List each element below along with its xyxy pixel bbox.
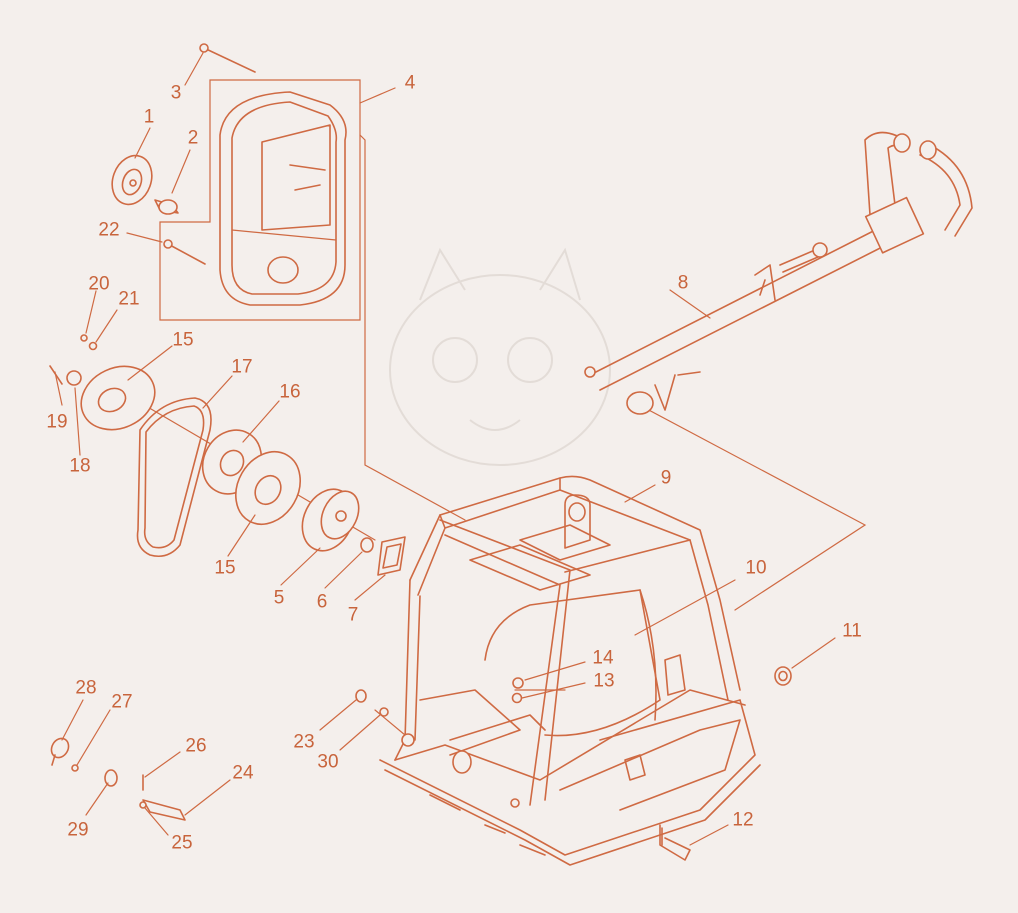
part-label-19: 19 bbox=[46, 411, 68, 433]
part-label-24: 24 bbox=[232, 762, 254, 784]
part-label-20: 20 bbox=[88, 273, 110, 295]
part-label-26: 26 bbox=[185, 735, 207, 757]
bolt-part-22 bbox=[163, 239, 206, 265]
part-label-27: 27 bbox=[111, 691, 133, 713]
clutch-part-5 bbox=[301, 488, 360, 552]
part-label-25: 25 bbox=[171, 832, 193, 854]
pin-part-27 bbox=[71, 764, 79, 772]
part-label-23: 23 bbox=[293, 731, 315, 753]
part-label-7: 7 bbox=[347, 604, 359, 626]
square-part-7 bbox=[377, 536, 406, 576]
part-label-30: 30 bbox=[317, 751, 339, 773]
belt-part-17 bbox=[136, 397, 212, 558]
leader-lines bbox=[54, 52, 836, 846]
screw-part-20 bbox=[80, 334, 88, 342]
part-label-3: 3 bbox=[170, 82, 182, 104]
part-label-22: 22 bbox=[98, 219, 120, 241]
part-label-1: 1 bbox=[143, 106, 155, 128]
part-label-18: 18 bbox=[69, 455, 91, 477]
part-label-6: 6 bbox=[316, 591, 328, 613]
washer-part-30 bbox=[379, 707, 389, 717]
part-label-15-lower: 15 bbox=[214, 557, 236, 579]
part-label-16: 16 bbox=[279, 381, 301, 403]
part-label-5: 5 bbox=[273, 587, 285, 609]
nut-part-14 bbox=[512, 677, 524, 689]
nut-part-11 bbox=[774, 666, 792, 686]
belt-guard-part-4 bbox=[219, 91, 347, 306]
part-label-28: 28 bbox=[75, 677, 97, 699]
plate-part-24 bbox=[142, 799, 186, 821]
part-label-8: 8 bbox=[677, 272, 689, 294]
part-label-13: 13 bbox=[593, 670, 615, 692]
bolt-part-23 bbox=[355, 689, 367, 703]
pulley-part-1 bbox=[111, 154, 153, 206]
nut-part-29 bbox=[104, 769, 118, 787]
frame-part-9 bbox=[379, 475, 761, 866]
part-label-17: 17 bbox=[231, 356, 253, 378]
part-label-14: 14 bbox=[592, 647, 614, 669]
part-label-11: 11 bbox=[842, 620, 862, 642]
part-label-2: 2 bbox=[187, 127, 199, 149]
clip-part-28 bbox=[50, 737, 70, 766]
flange-part-15-lower bbox=[235, 451, 301, 525]
part-label-21: 21 bbox=[118, 288, 140, 310]
part-label-15-upper: 15 bbox=[172, 329, 194, 351]
bracket-part-12 bbox=[659, 824, 691, 861]
bushing-part-6 bbox=[360, 537, 374, 553]
handle-part-8 bbox=[584, 131, 973, 415]
part-label-9: 9 bbox=[660, 467, 672, 489]
part-label-10: 10 bbox=[745, 557, 767, 579]
flange-part-15-upper bbox=[80, 365, 156, 431]
nut-part-18 bbox=[66, 370, 82, 386]
spacer-part-2 bbox=[154, 199, 179, 215]
nut-part-13 bbox=[511, 692, 523, 704]
screw-part-25 bbox=[139, 801, 147, 809]
washer-part-21 bbox=[88, 341, 98, 351]
part-label-29: 29 bbox=[67, 819, 89, 841]
watermark-mascot bbox=[389, 247, 611, 466]
bolt-part-3 bbox=[199, 43, 256, 73]
part-label-4: 4 bbox=[404, 72, 416, 94]
part-label-12: 12 bbox=[732, 809, 754, 831]
